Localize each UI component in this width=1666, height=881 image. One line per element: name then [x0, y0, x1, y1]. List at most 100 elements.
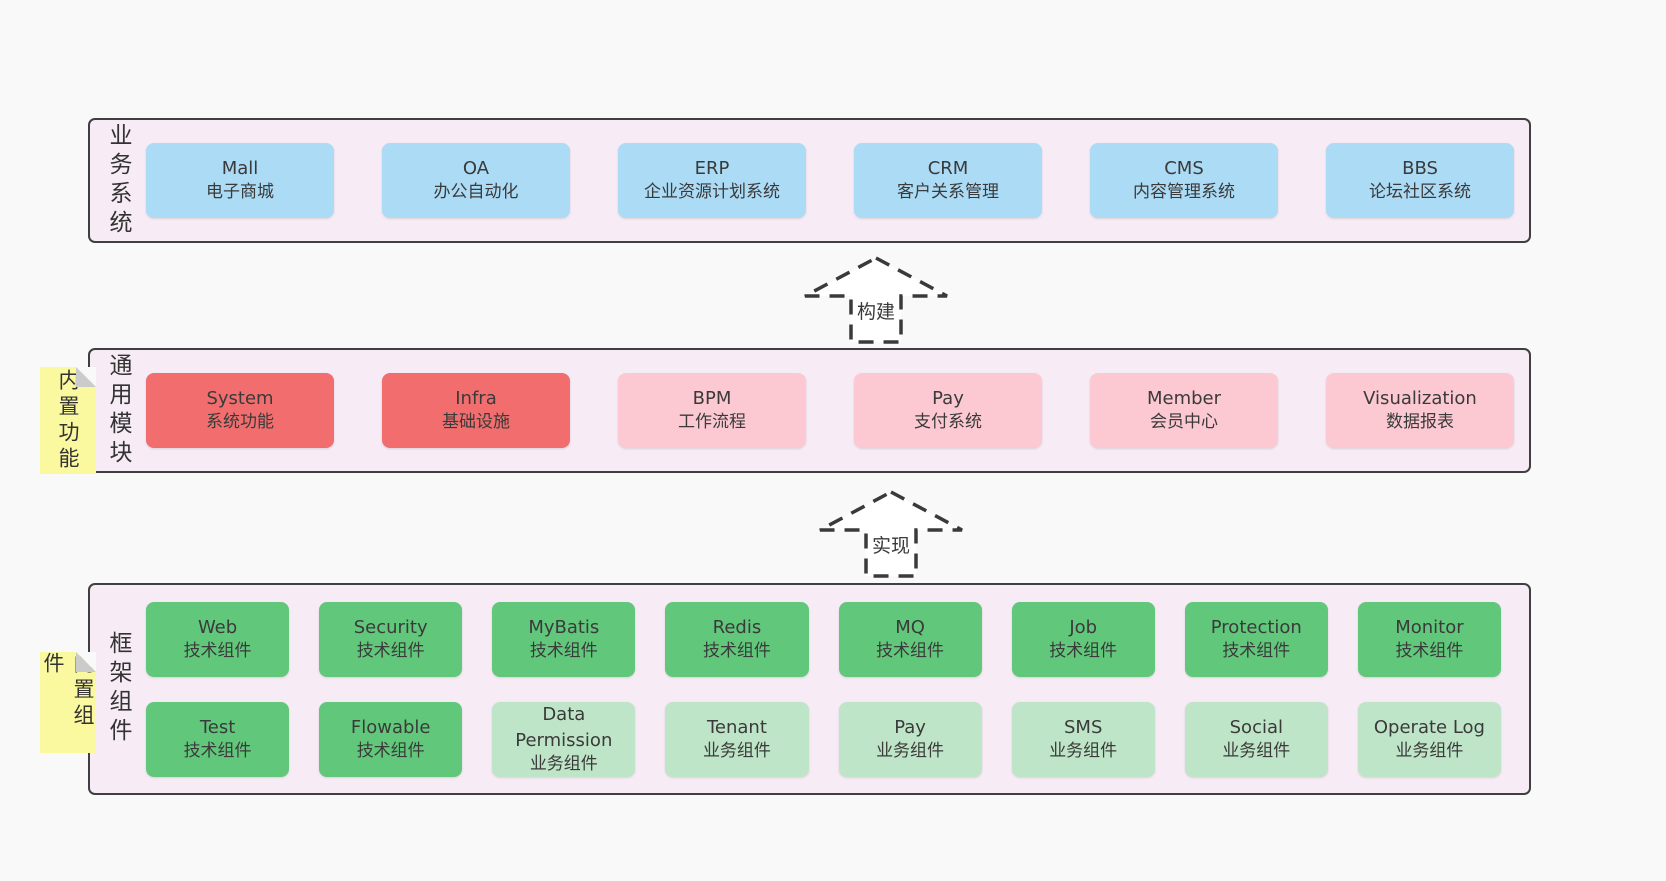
node-desc: 业务组件 [876, 741, 945, 762]
node-security: Security 技术组件 [319, 602, 463, 677]
node-desc: 工作流程 [678, 412, 746, 433]
node-flowable: Flowable 技术组件 [319, 702, 463, 777]
common-modules-band: 内置功能 通用模块 System 系统功能 Infra 基础设施 BPM 工作流… [40, 348, 1531, 474]
node-desc: 业务组件 [1049, 741, 1118, 762]
node-bbs: BBS 论坛社区系统 [1326, 143, 1514, 218]
node-desc: 业务组件 [1395, 741, 1464, 762]
node-desc: 业务组件 [529, 753, 598, 774]
node-desc: 支付系统 [914, 412, 982, 433]
node-desc: 技术组件 [702, 641, 771, 662]
node-pay-system: Pay 支付系统 [854, 373, 1042, 448]
node-name: SMS [1063, 717, 1103, 738]
node-operate-log: Operate Log 业务组件 [1357, 702, 1501, 777]
business-systems-boxes: Mall 电子商城 OA 办公自动化 ERP 企业资源计划系统 CRM 客户关系… [146, 120, 1538, 241]
band-label-common-modules: 通用模块 [105, 352, 131, 469]
node-name: Job [1069, 617, 1098, 638]
node-mq: MQ 技术组件 [838, 602, 982, 677]
node-desc: 内容管理系统 [1133, 182, 1235, 203]
node-desc: 技术组件 [356, 641, 425, 662]
node-web: Web 技术组件 [146, 602, 290, 677]
node-oa: OA 办公自动化 [382, 143, 570, 218]
common-modules-boxes: System 系统功能 Infra 基础设施 BPM 工作流程 Pay 支付系统… [146, 350, 1538, 471]
node-desc: 论坛社区系统 [1369, 182, 1471, 203]
node-mybatis: MyBatis 技术组件 [492, 602, 636, 677]
band-label-framework-components: 框架组件 [105, 631, 131, 747]
node-name: BPM [692, 388, 732, 409]
node-test: Test 技术组件 [146, 702, 290, 777]
node-cms: CMS 内容管理系统 [1090, 143, 1278, 218]
node-name: Tenant [706, 717, 767, 738]
node-sms: SMS 业务组件 [1011, 702, 1155, 777]
node-name: Visualization [1363, 388, 1477, 409]
node-name: ERP [694, 158, 730, 179]
node-bpm: BPM 工作流程 [618, 373, 806, 448]
node-system: System 系统功能 [146, 373, 334, 448]
node-name: Pay [894, 717, 926, 738]
node-infra: Infra 基础设施 [382, 373, 570, 448]
node-name: OA [462, 158, 490, 179]
build-arrow: 构建 [803, 256, 949, 344]
node-desc: 技术组件 [876, 641, 945, 662]
node-name: System [206, 388, 274, 409]
node-name: Test [199, 717, 236, 738]
node-erp: ERP 企业资源计划系统 [618, 143, 806, 218]
tab-label: 内置组件 [41, 652, 95, 730]
node-desc: 业务组件 [1222, 741, 1291, 762]
node-desc: 办公自动化 [433, 182, 519, 203]
node-name: MQ [895, 617, 925, 638]
node-monitor: Monitor 技术组件 [1357, 602, 1501, 677]
node-name: Mall [221, 158, 259, 179]
implement-arrow-label: 实现 [867, 531, 915, 558]
node-desc: 技术组件 [1395, 641, 1464, 662]
build-arrow-label: 构建 [852, 297, 900, 324]
node-desc: 客户关系管理 [897, 182, 999, 203]
node-visualization: Visualization 数据报表 [1326, 373, 1514, 448]
business-systems-band: 业务系统 Mall 电子商城 OA 办公自动化 ERP 企业资源计划系统 CRM… [88, 118, 1531, 243]
node-desc: 技术组件 [529, 641, 598, 662]
framework-components-band: 内置组件 框架组件 Web 技术组件 Security 技术组件 MyBatis… [40, 583, 1531, 795]
node-tenant: Tenant 业务组件 [665, 702, 809, 777]
node-name: CRM [927, 158, 969, 179]
node-desc: 技术组件 [183, 641, 252, 662]
node-desc: 基础设施 [442, 412, 510, 433]
node-desc: 电子商城 [206, 182, 274, 203]
sticky-tab-built-in-features: 内置功能 [40, 367, 96, 474]
node-mall: Mall 电子商城 [146, 143, 334, 218]
node-desc: 系统功能 [206, 412, 274, 433]
node-name: Member [1146, 388, 1222, 409]
node-name: Redis [712, 617, 762, 638]
node-crm: CRM 客户关系管理 [854, 143, 1042, 218]
implement-arrow: 实现 [818, 490, 964, 578]
node-desc: 技术组件 [1049, 641, 1118, 662]
node-protection: Protection 技术组件 [1184, 602, 1328, 677]
node-desc: 企业资源计划系统 [644, 182, 780, 203]
node-desc: 技术组件 [183, 741, 252, 762]
node-name: Security [353, 617, 428, 638]
node-name: CMS [1164, 158, 1204, 179]
band-label-business-systems: 业务系统 [105, 122, 131, 239]
node-name: Flowable [350, 717, 431, 738]
node-desc: 业务组件 [702, 741, 771, 762]
node-name: Social [1229, 717, 1283, 738]
node-name: Monitor [1395, 617, 1464, 638]
node-desc: 技术组件 [356, 741, 425, 762]
node-name: MyBatis [528, 617, 600, 638]
node-social: Social 业务组件 [1184, 702, 1328, 777]
node-desc: 技术组件 [1222, 641, 1291, 662]
node-name: Operate Log [1373, 717, 1485, 738]
sticky-tab-built-in-components: 内置组件 [40, 652, 96, 753]
node-name: Web [197, 617, 238, 638]
node-desc: 会员中心 [1150, 412, 1218, 433]
node-desc: 数据报表 [1386, 412, 1454, 433]
node-name: Data Permission [515, 704, 613, 751]
node-data-permission: Data Permission 业务组件 [492, 702, 636, 777]
node-name: Infra [455, 388, 497, 409]
node-member: Member 会员中心 [1090, 373, 1278, 448]
node-name: Pay [932, 388, 964, 409]
node-redis: Redis 技术组件 [665, 602, 809, 677]
node-job: Job 技术组件 [1011, 602, 1155, 677]
node-pay-component: Pay 业务组件 [838, 702, 982, 777]
node-name: Protection [1210, 617, 1302, 638]
framework-components-boxes: Web 技术组件 Security 技术组件 MyBatis 技术组件 Redi… [146, 585, 1529, 793]
node-name: BBS [1402, 158, 1438, 179]
